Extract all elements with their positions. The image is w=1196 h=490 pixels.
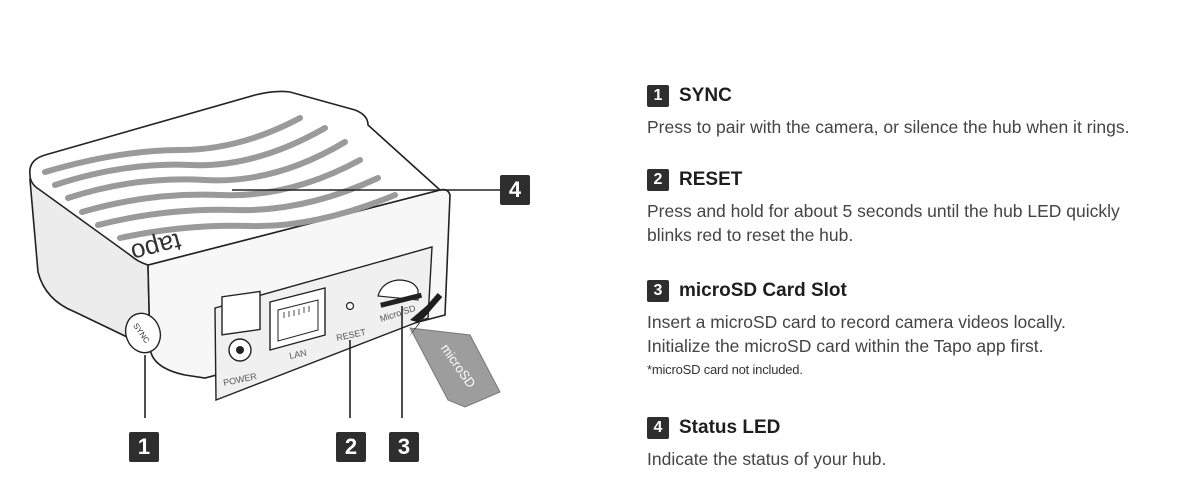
lan-port	[269, 287, 326, 351]
lan-port-label: LAN	[288, 348, 307, 361]
legend-item-reset: 2 RESET Press and hold for about 5 secon…	[647, 167, 1120, 247]
power-port-frame	[221, 290, 261, 336]
hub-diagram: tapo SYNC POWER LAN RESET Micro SD micro…	[0, 0, 560, 485]
hub-illustration: tapo SYNC POWER LAN RESET Micro SD micro…	[28, 90, 501, 418]
sync-button	[124, 312, 162, 354]
leader-lines	[144, 189, 500, 418]
legend-number: 1	[647, 85, 669, 107]
callout-4: 4	[500, 175, 530, 205]
legend-description: Insert a microSD card to record camera v…	[647, 310, 1066, 358]
microsd-card	[409, 327, 501, 408]
callout-2: 2	[336, 432, 366, 462]
legend-description-line: blinks red to reset the hub.	[647, 225, 854, 245]
legend-number: 3	[647, 280, 669, 302]
callout-3: 3	[389, 432, 419, 462]
legend-title: SYNC	[679, 85, 732, 106]
legend-title: Status LED	[679, 417, 781, 438]
hub-left-face	[29, 178, 151, 350]
legend-item-status-led: 4 Status LED Indicate the status of your…	[647, 415, 886, 471]
legend-note: *microSD card not included.	[647, 362, 803, 377]
legend-description-line: Insert a microSD card to record camera v…	[647, 312, 1066, 332]
legend-item-sync: 1 SYNC Press to pair with the camera, or…	[647, 83, 1129, 139]
legend-description: Indicate the status of your hub.	[647, 449, 887, 469]
microsd-slot	[377, 279, 419, 301]
hub-top-texture	[42, 115, 398, 241]
legend-number: 2	[647, 169, 669, 191]
legend-item-microsd: 3 microSD Card Slot Insert a microSD car…	[647, 278, 1066, 377]
legend-description-line: Press and hold for about 5 seconds until…	[647, 201, 1120, 221]
legend-title: RESET	[679, 169, 743, 190]
legend-description: Press to pair with the camera, or silenc…	[647, 117, 1130, 137]
callout-1: 1	[129, 432, 159, 462]
legend-description-line: Initialize the microSD card within the T…	[647, 336, 1044, 356]
legend-number: 4	[647, 417, 669, 439]
reset-hole	[345, 301, 355, 311]
legend-description: Press and hold for about 5 seconds until…	[647, 199, 1120, 247]
legend-title: microSD Card Slot	[679, 280, 847, 301]
